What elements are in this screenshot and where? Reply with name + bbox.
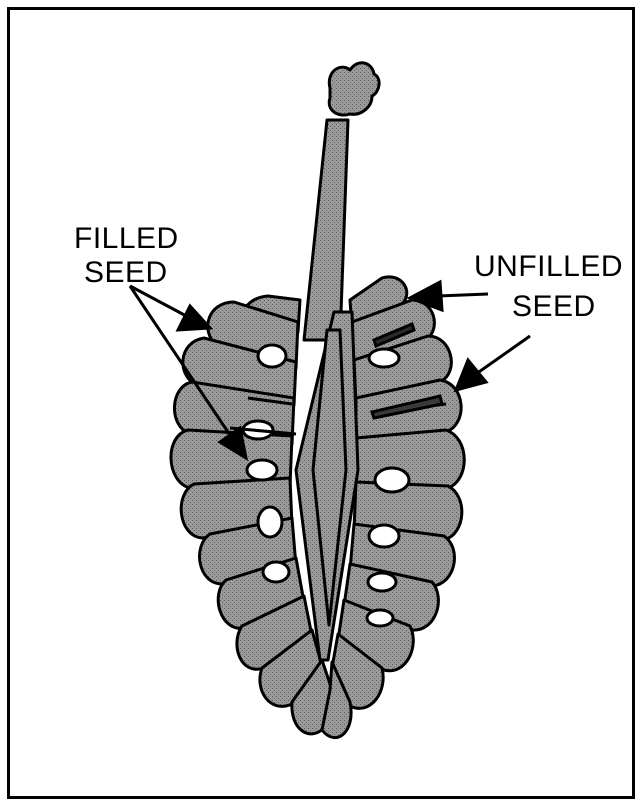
arrow-head [178,306,210,330]
filled-seed [369,349,399,367]
filled-seed [375,468,409,492]
arrow-head [456,360,486,390]
filled-seed-label-line1: FILLED [74,222,179,256]
leader-line [476,336,530,374]
stalk-tip [329,63,379,115]
cone-stalk [304,120,348,340]
filled-seed-label-line2: SEED [84,256,168,290]
unfilled-seed-label-line1: UNFILLED [474,250,623,284]
filled-seed [263,562,289,582]
filled-seed [258,507,282,537]
unfilled-seed-label-line2: SEED [512,290,596,324]
filled-seed [247,460,277,480]
leader-line [438,294,488,296]
filled-seed [368,573,396,591]
filled-seed [367,610,393,626]
filled-seed [369,525,399,547]
filled-seed [258,345,286,367]
